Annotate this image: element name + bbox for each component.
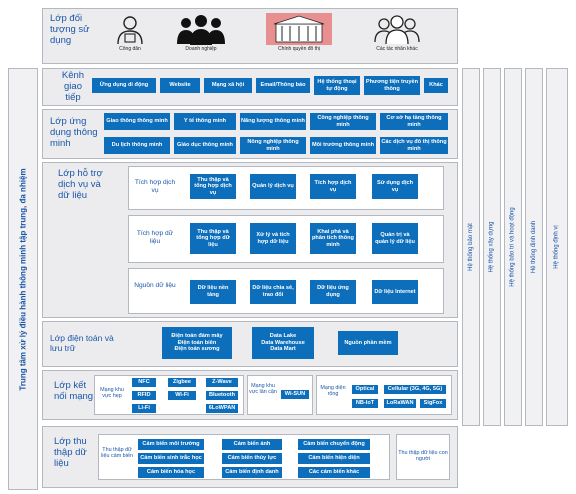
support-label: Lớp hỗ trợ dịch vụ và dữ liệu [58, 168, 103, 201]
near-network-label: Mạng khu vực hẹp [100, 387, 124, 400]
channel-item: Phương tiện truyền thông [364, 76, 420, 95]
sensor-item: Cảm biến định danh [222, 467, 282, 478]
network-item: Zigbee [168, 378, 196, 387]
app-item: Các dịch vụ đô thị thông minh [380, 137, 448, 154]
network-label: Lớp kết nối mạng [54, 380, 94, 402]
sensor-item: Cảm biến môi trường [138, 439, 204, 450]
right-strip-maintenance: Hệ thống bảo trì và hoạt động [504, 68, 522, 426]
apps-label: Lớp ứng dụng thông minh [50, 116, 98, 149]
left-strip-label: Trung tâm xử lý điều hành thông minh tập… [18, 167, 28, 391]
network-item: RFID [132, 391, 156, 400]
app-item: Giao thông thông minh [104, 113, 170, 130]
app-item: Cơ sở hạ tầng thông minh [380, 113, 448, 130]
app-item: Du lịch thông minh [104, 137, 170, 154]
source-item: Dữ liệu Internet [372, 280, 418, 304]
app-item: Công nghiệp thông minh [310, 113, 376, 130]
network-item: LoRaWAN [384, 399, 416, 408]
sensor-item: Các cảm biến khác [298, 467, 370, 478]
channel-item: Hệ thống thoại tự động [314, 76, 360, 95]
user-others: Các tác nhân khác [372, 14, 422, 58]
source-item: Dữ liệu nền tảng [190, 280, 236, 304]
app-item: Năng lượng thông minh [240, 113, 306, 130]
compute-item: Điện toán đám mây Điện toán biên Điện to… [162, 327, 232, 359]
wide-network-label: Mạng diện rộng [320, 385, 346, 398]
human-panel [396, 434, 450, 480]
wide-network-panel [316, 375, 452, 415]
network-item: Wi-Fi [168, 391, 196, 400]
channel-item: Website [160, 78, 200, 93]
right-strip-label: Hệ thống bảo trì và hoạt động [510, 207, 516, 287]
channel-item: Mạng xã hội [204, 78, 252, 93]
sensor-item: Cảm biến thủy lực [222, 453, 282, 464]
sensor-item: Cảm biến sinh trắc học [138, 453, 204, 464]
sensor-item: Cảm biến hiện diện [298, 453, 370, 464]
right-strip-security: Hệ thống bảo mật [462, 68, 480, 426]
channel-item: Email/Thông báo [256, 78, 310, 93]
service-item: Sử dụng dịch vụ [372, 174, 418, 199]
right-strip-label: Hệ thống bảo mật [468, 223, 475, 271]
citizen-icon [117, 16, 143, 45]
users-label: Lớp đối tượng sử dụng [50, 13, 90, 46]
data-item: Quản trị và quản lý dữ liệu [372, 223, 418, 254]
service-item: Thu thập và tổng hợp dịch vụ [190, 174, 236, 199]
network-item: NFC [132, 378, 156, 387]
right-strip-build: Hệ thống xây dựng [483, 68, 501, 426]
city-hall-icon [266, 13, 332, 45]
user-caption: Công dân [119, 46, 141, 52]
network-item: Li-Fi [132, 404, 156, 413]
network-item: Wi-SUN [281, 390, 309, 399]
service-label: Tích hợp dịch vụ [134, 179, 176, 194]
app-item: Môi trường thông minh [310, 137, 376, 154]
compute-item: Data Lake Data Warehouse Data Mart [252, 327, 314, 359]
sensor-label: Thu thập dữ liệu cảm biến [101, 447, 133, 460]
business-people-icon [177, 15, 225, 45]
user-citizen: Công dân [112, 14, 148, 58]
compute-item: Nguồn phần mềm [338, 331, 398, 355]
user-caption: Doanh nghiệp [185, 46, 217, 52]
network-item: Z-Wave [206, 378, 238, 387]
data-item: Xử lý và tích hợp dữ liệu [250, 223, 296, 254]
app-item: Y tế thông minh [174, 113, 236, 130]
network-item: Bluetooth [206, 391, 238, 400]
user-caption: Chính quyền đô thị [278, 46, 320, 52]
right-strip-label: Hệ thống xây dựng [489, 221, 495, 273]
data-label: Tích hợp dữ liệu [136, 230, 174, 245]
sensor-item: Cảm biến ảnh [222, 439, 282, 450]
human-label: Thu thập dữ liệu con người [398, 450, 448, 463]
network-item: 6LoWPAN [206, 404, 238, 413]
network-item: Optical [352, 385, 378, 394]
network-item: SigFox [420, 399, 446, 408]
collect-label: Lớp thu thập dữ liệu [54, 436, 87, 469]
group-icon [374, 15, 420, 45]
network-item: NB-IoT [352, 399, 378, 408]
data-item: Thu thập và tổng hợp dữ liệu [190, 223, 236, 254]
sensor-item: Cảm biến chuyển động [298, 439, 370, 450]
right-strip-position: Hệ thống định vị [546, 68, 568, 426]
right-strip-label: Hệ thống định vị [554, 225, 560, 269]
service-item: Quản lý dịch vụ [250, 174, 296, 199]
compute-label: Lớp điện toán và lưu trữ [50, 333, 114, 353]
left-strip: Trung tâm xử lý điều hành thông minh tập… [8, 68, 38, 490]
channel-item: Khác [424, 78, 448, 93]
source-label: Nguồn dữ liệu [134, 282, 176, 289]
channels-label: Kênh giao tiếp [61, 70, 85, 103]
app-item: Nông nghiệp thông minh [240, 137, 306, 154]
user-business: Doanh nghiệp [174, 14, 228, 58]
app-item: Giáo dục thông minh [174, 137, 236, 154]
area-network-label: Mạng khu vực lân cận [249, 383, 277, 396]
service-item: Tích hợp dịch vụ [310, 174, 356, 199]
user-caption: Các tác nhân khác [376, 46, 418, 52]
right-strip-label: Hệ thống định danh [531, 220, 538, 274]
sensor-item: Cảm biến hóa học [138, 467, 204, 478]
channel-item: Ứng dụng di động [92, 78, 156, 93]
source-item: Dữ liệu ứng dụng [310, 280, 356, 304]
user-government: Chính quyền đô thị [264, 12, 334, 58]
right-strip-identity: Hệ thống định danh [525, 68, 543, 426]
source-item: Dữ liệu chia sẻ, trao đổi [250, 280, 296, 304]
data-item: Khai phá và phân tích thông minh [310, 223, 356, 254]
network-item: Cellular (3G, 4G, 5G) [384, 385, 446, 394]
